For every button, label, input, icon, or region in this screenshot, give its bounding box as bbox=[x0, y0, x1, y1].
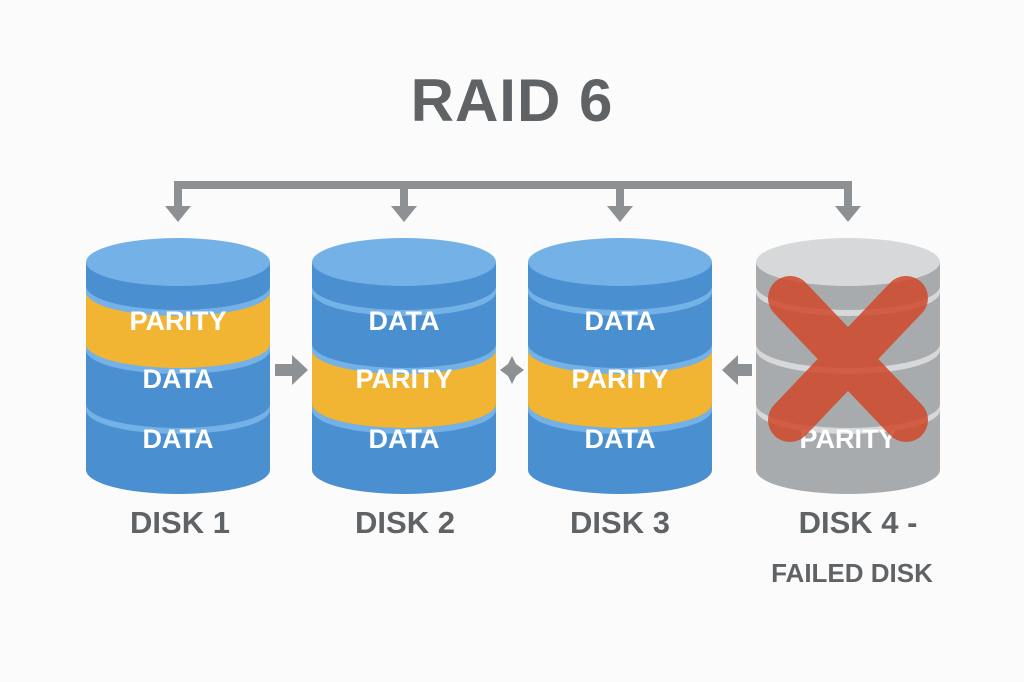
disk-3: DATA PARITY DATA bbox=[528, 238, 712, 494]
parity-band-label: PARITY bbox=[355, 364, 452, 394]
failed-band-label: PARITY bbox=[799, 424, 896, 454]
disk-top bbox=[86, 238, 270, 286]
band-separator bbox=[528, 404, 712, 436]
arrow-diamond-icon bbox=[500, 356, 524, 384]
disk-1-label: DISK 1 bbox=[130, 505, 230, 540]
data-band-label: DATA bbox=[143, 424, 214, 454]
band-separator bbox=[86, 404, 270, 436]
disk-top bbox=[312, 238, 496, 286]
arrow-left-icon bbox=[722, 355, 752, 385]
band-separator bbox=[312, 404, 496, 436]
parity-band bbox=[528, 350, 712, 428]
band-separator bbox=[86, 344, 270, 376]
data-band-label: DATA bbox=[143, 364, 214, 394]
disk-4: PARITY bbox=[756, 238, 940, 494]
band-separator bbox=[86, 286, 270, 318]
down-arrow-icon bbox=[607, 206, 633, 222]
data-band bbox=[312, 292, 496, 370]
band-separator bbox=[312, 286, 496, 318]
data-band-label: DATA bbox=[585, 306, 656, 336]
x-stroke bbox=[768, 276, 928, 442]
data-band-label: DATA bbox=[585, 424, 656, 454]
disk-4-label: DISK 4 - bbox=[798, 505, 918, 540]
parity-band-label: PARITY bbox=[571, 364, 668, 394]
disk-top bbox=[528, 238, 712, 286]
data-band bbox=[86, 410, 270, 488]
band-separator bbox=[312, 344, 496, 376]
down-arrow-icon bbox=[391, 206, 417, 222]
disk-1: PARITY DATA DATA bbox=[86, 238, 270, 494]
data-band bbox=[528, 410, 712, 488]
disk-4-failed-label: FAILED DISK bbox=[771, 558, 933, 588]
band-separator bbox=[756, 344, 940, 376]
down-arrow-icon bbox=[165, 206, 191, 222]
disk-3-label: DISK 3 bbox=[570, 505, 670, 540]
parity-band-label: PARITY bbox=[129, 306, 226, 336]
data-band bbox=[86, 350, 270, 428]
down-arrow-icon bbox=[835, 206, 861, 222]
top-bus-connector bbox=[165, 181, 861, 222]
failed-x-icon bbox=[768, 276, 928, 442]
diagram-title: RAID 6 bbox=[410, 67, 614, 134]
disk-2: DATA PARITY DATA bbox=[312, 238, 496, 494]
data-band-label: DATA bbox=[369, 306, 440, 336]
data-band bbox=[528, 292, 712, 370]
bus-line bbox=[174, 181, 852, 189]
disk-top bbox=[756, 238, 940, 286]
disk-2-label: DISK 2 bbox=[355, 505, 455, 540]
data-band-label: DATA bbox=[369, 424, 440, 454]
failed-band bbox=[756, 410, 940, 488]
parity-band bbox=[312, 350, 496, 428]
arrow-right-icon bbox=[275, 355, 308, 385]
band-separator bbox=[528, 286, 712, 318]
band-separator bbox=[528, 344, 712, 376]
parity-band bbox=[86, 292, 270, 370]
data-band bbox=[312, 410, 496, 488]
